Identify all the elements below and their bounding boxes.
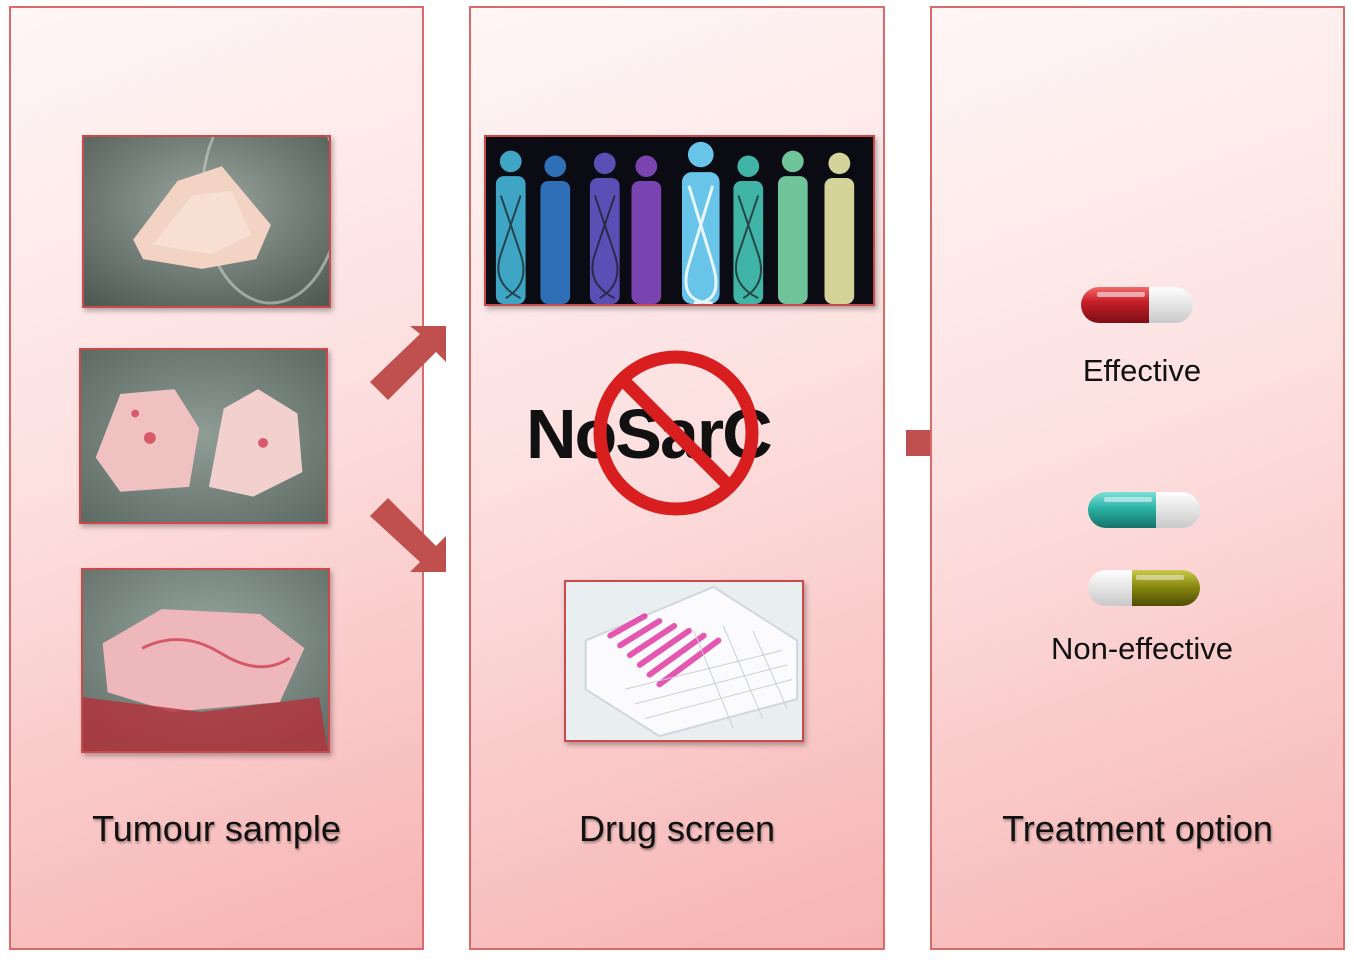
tumour-photo-2 — [79, 348, 328, 524]
treatment-option-panel: Effective Non-effective Treatment option — [930, 6, 1345, 950]
tumour-sample-panel: Tumour sample — [9, 6, 424, 950]
well-plate-image — [564, 580, 804, 742]
tumour-sample-caption: Tumour sample — [11, 808, 422, 850]
arrow-down-icon — [368, 494, 450, 576]
dna-people-image — [484, 135, 875, 306]
non-effective-capsule-teal-icon — [1084, 488, 1204, 532]
tumour-photo-1 — [82, 135, 331, 308]
nosarc-logo: NoSarC — [511, 348, 811, 528]
non-effective-label: Non-effective — [1012, 631, 1272, 667]
treatment-option-caption: Treatment option — [932, 808, 1343, 850]
effective-label: Effective — [1032, 353, 1252, 389]
drug-screen-panel: NoSarC Drug screen — [469, 6, 885, 950]
arrow-up-icon — [368, 322, 450, 404]
drug-screen-caption: Drug screen — [471, 808, 883, 850]
effective-capsule-icon — [1077, 283, 1197, 327]
non-effective-capsule-olive-icon — [1084, 566, 1204, 610]
prohibition-sign-icon — [591, 348, 761, 518]
tumour-photo-3 — [81, 568, 330, 753]
